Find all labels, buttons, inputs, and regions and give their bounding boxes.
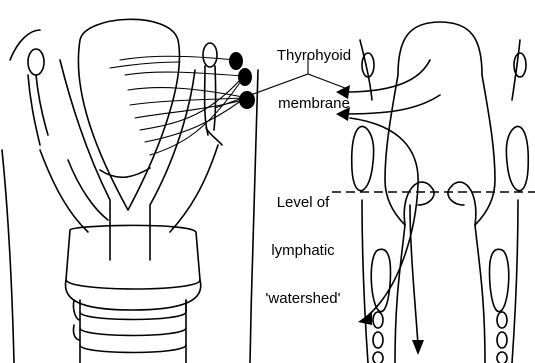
membrane-label: Thyrohyoid membrane bbox=[268, 16, 360, 128]
left-neck-outline bbox=[2, 150, 14, 363]
cricoid-cartilage bbox=[66, 225, 200, 289]
ventricle-right bbox=[506, 126, 528, 190]
lymph-node bbox=[229, 52, 243, 70]
watershed-label-line-2: lymphatic bbox=[258, 243, 348, 259]
right-hyoid-horn bbox=[203, 43, 217, 67]
ventricle-left bbox=[352, 126, 374, 190]
lymph-node bbox=[238, 68, 252, 86]
epiglottis bbox=[78, 19, 179, 210]
subglottic-oval-right bbox=[490, 249, 509, 311]
left-neck-outline-right bbox=[250, 70, 258, 363]
watershed-label: Level of lymphatic 'watershed' bbox=[258, 163, 348, 323]
left-hyoid-horn bbox=[28, 49, 44, 75]
membrane-label-line-1: Thyrohyoid bbox=[268, 48, 360, 64]
trachea-ring bbox=[80, 345, 186, 353]
right-section-hyoid-right bbox=[514, 53, 526, 77]
membrane-label-line-2: membrane bbox=[268, 96, 360, 112]
watershed-label-line-1: Level of bbox=[258, 195, 348, 211]
trachea-ring bbox=[80, 328, 186, 336]
vocal-fold-right bbox=[448, 182, 476, 225]
watershed-label-line-3: 'watershed' bbox=[258, 291, 348, 307]
vocal-fold-left bbox=[404, 182, 434, 225]
left-larynx-drawing bbox=[2, 19, 258, 363]
